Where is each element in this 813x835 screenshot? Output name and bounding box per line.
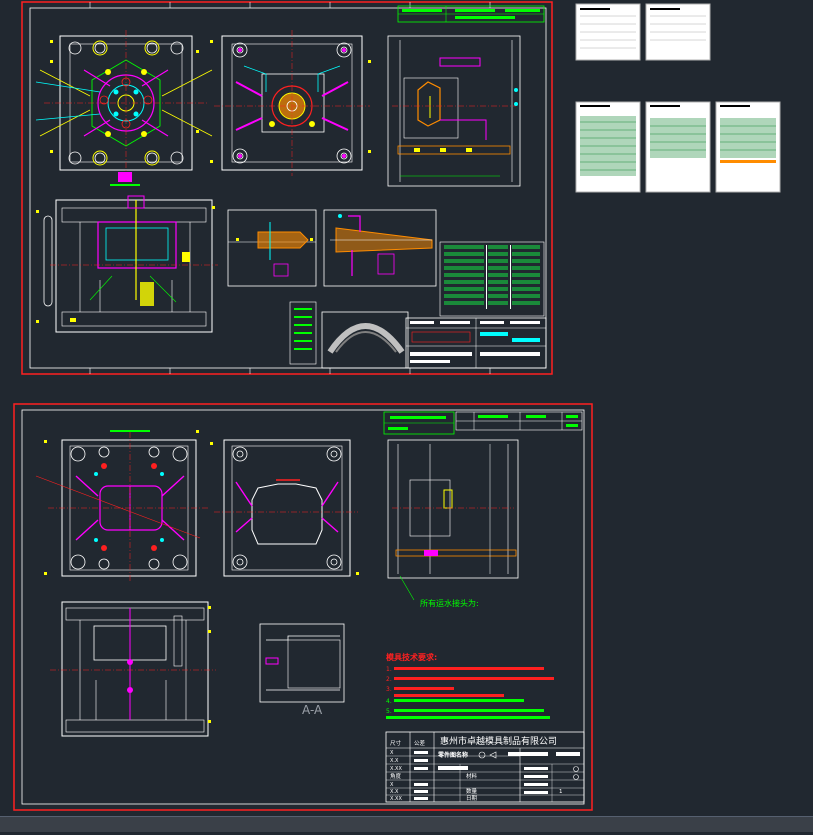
view-bottom-core-plan[interactable] [210,439,359,577]
thumb-sheet-1[interactable] [575,3,641,61]
thumb-sheet-2[interactable] [645,3,711,61]
top-title-strip [397,5,545,23]
note-4: 4. [386,698,392,705]
title-block-bottom[interactable]: 尺寸 公差 X X.X X.XX 角度 X X.X X.XX 惠州市卓越模具制品… [385,731,585,803]
view-bottom-front-section[interactable] [50,601,216,737]
bottom-header-table [383,411,583,435]
cooling-note: 所有运水接头为: [420,598,479,608]
scale-value: 1 [559,789,563,795]
svg-text:X.X: X.X [390,758,399,764]
status-bar [0,816,813,832]
material-label: 材料 [466,772,478,780]
svg-text:公差: 公差 [414,739,426,747]
sheet-top[interactable] [21,1,553,375]
view-core-plan[interactable] [210,30,371,176]
svg-text:X.XX: X.XX [390,796,402,802]
note-3: 3. [386,686,392,693]
date-label: 日期 [466,795,478,802]
view-section-a-a[interactable]: A-A [259,623,345,717]
view-side-section[interactable] [387,35,521,187]
thumb-sheet-5[interactable] [715,101,781,193]
svg-text:X: X [390,782,394,788]
view-cavity-plan[interactable] [35,30,213,186]
company-name: 惠州市卓越模具制品有限公司 [440,735,557,747]
qty-label: 数量 [466,787,478,795]
view-slider-detail[interactable] [227,209,317,287]
part-name-label: 零件图名称 [437,751,468,759]
note-1: 1. [386,666,392,673]
svg-text:X.X: X.X [390,789,399,795]
view-lifter-detail[interactable] [323,209,437,287]
technical-notes: 模具技术要求: 1. 2. 3. 4. 5. [386,652,554,719]
title-block-top[interactable] [405,317,547,369]
svg-text:X: X [390,750,394,756]
view-front-section[interactable] [36,195,218,333]
thumb-sheet-4[interactable] [645,101,711,193]
note-5: 5. [386,708,392,715]
svg-text:尺寸: 尺寸 [390,739,402,747]
svg-text:X.XX: X.XX [390,766,402,772]
section-label: A-A [302,703,323,717]
view-part-preview [289,301,409,369]
view-bottom-cavity-plan[interactable] [35,430,210,582]
bom-table[interactable] [439,241,545,317]
notes-title: 模具技术要求: [386,652,437,662]
view-bottom-side-section[interactable] [387,439,519,601]
sheet-thumbnails[interactable] [575,3,781,193]
thumb-sheet-3[interactable] [575,101,641,193]
note-2: 2. [386,676,392,683]
svg-text:角度: 角度 [390,772,402,780]
sheet-bottom[interactable]: 所有运水接头为: A-A 模具 [13,403,593,811]
